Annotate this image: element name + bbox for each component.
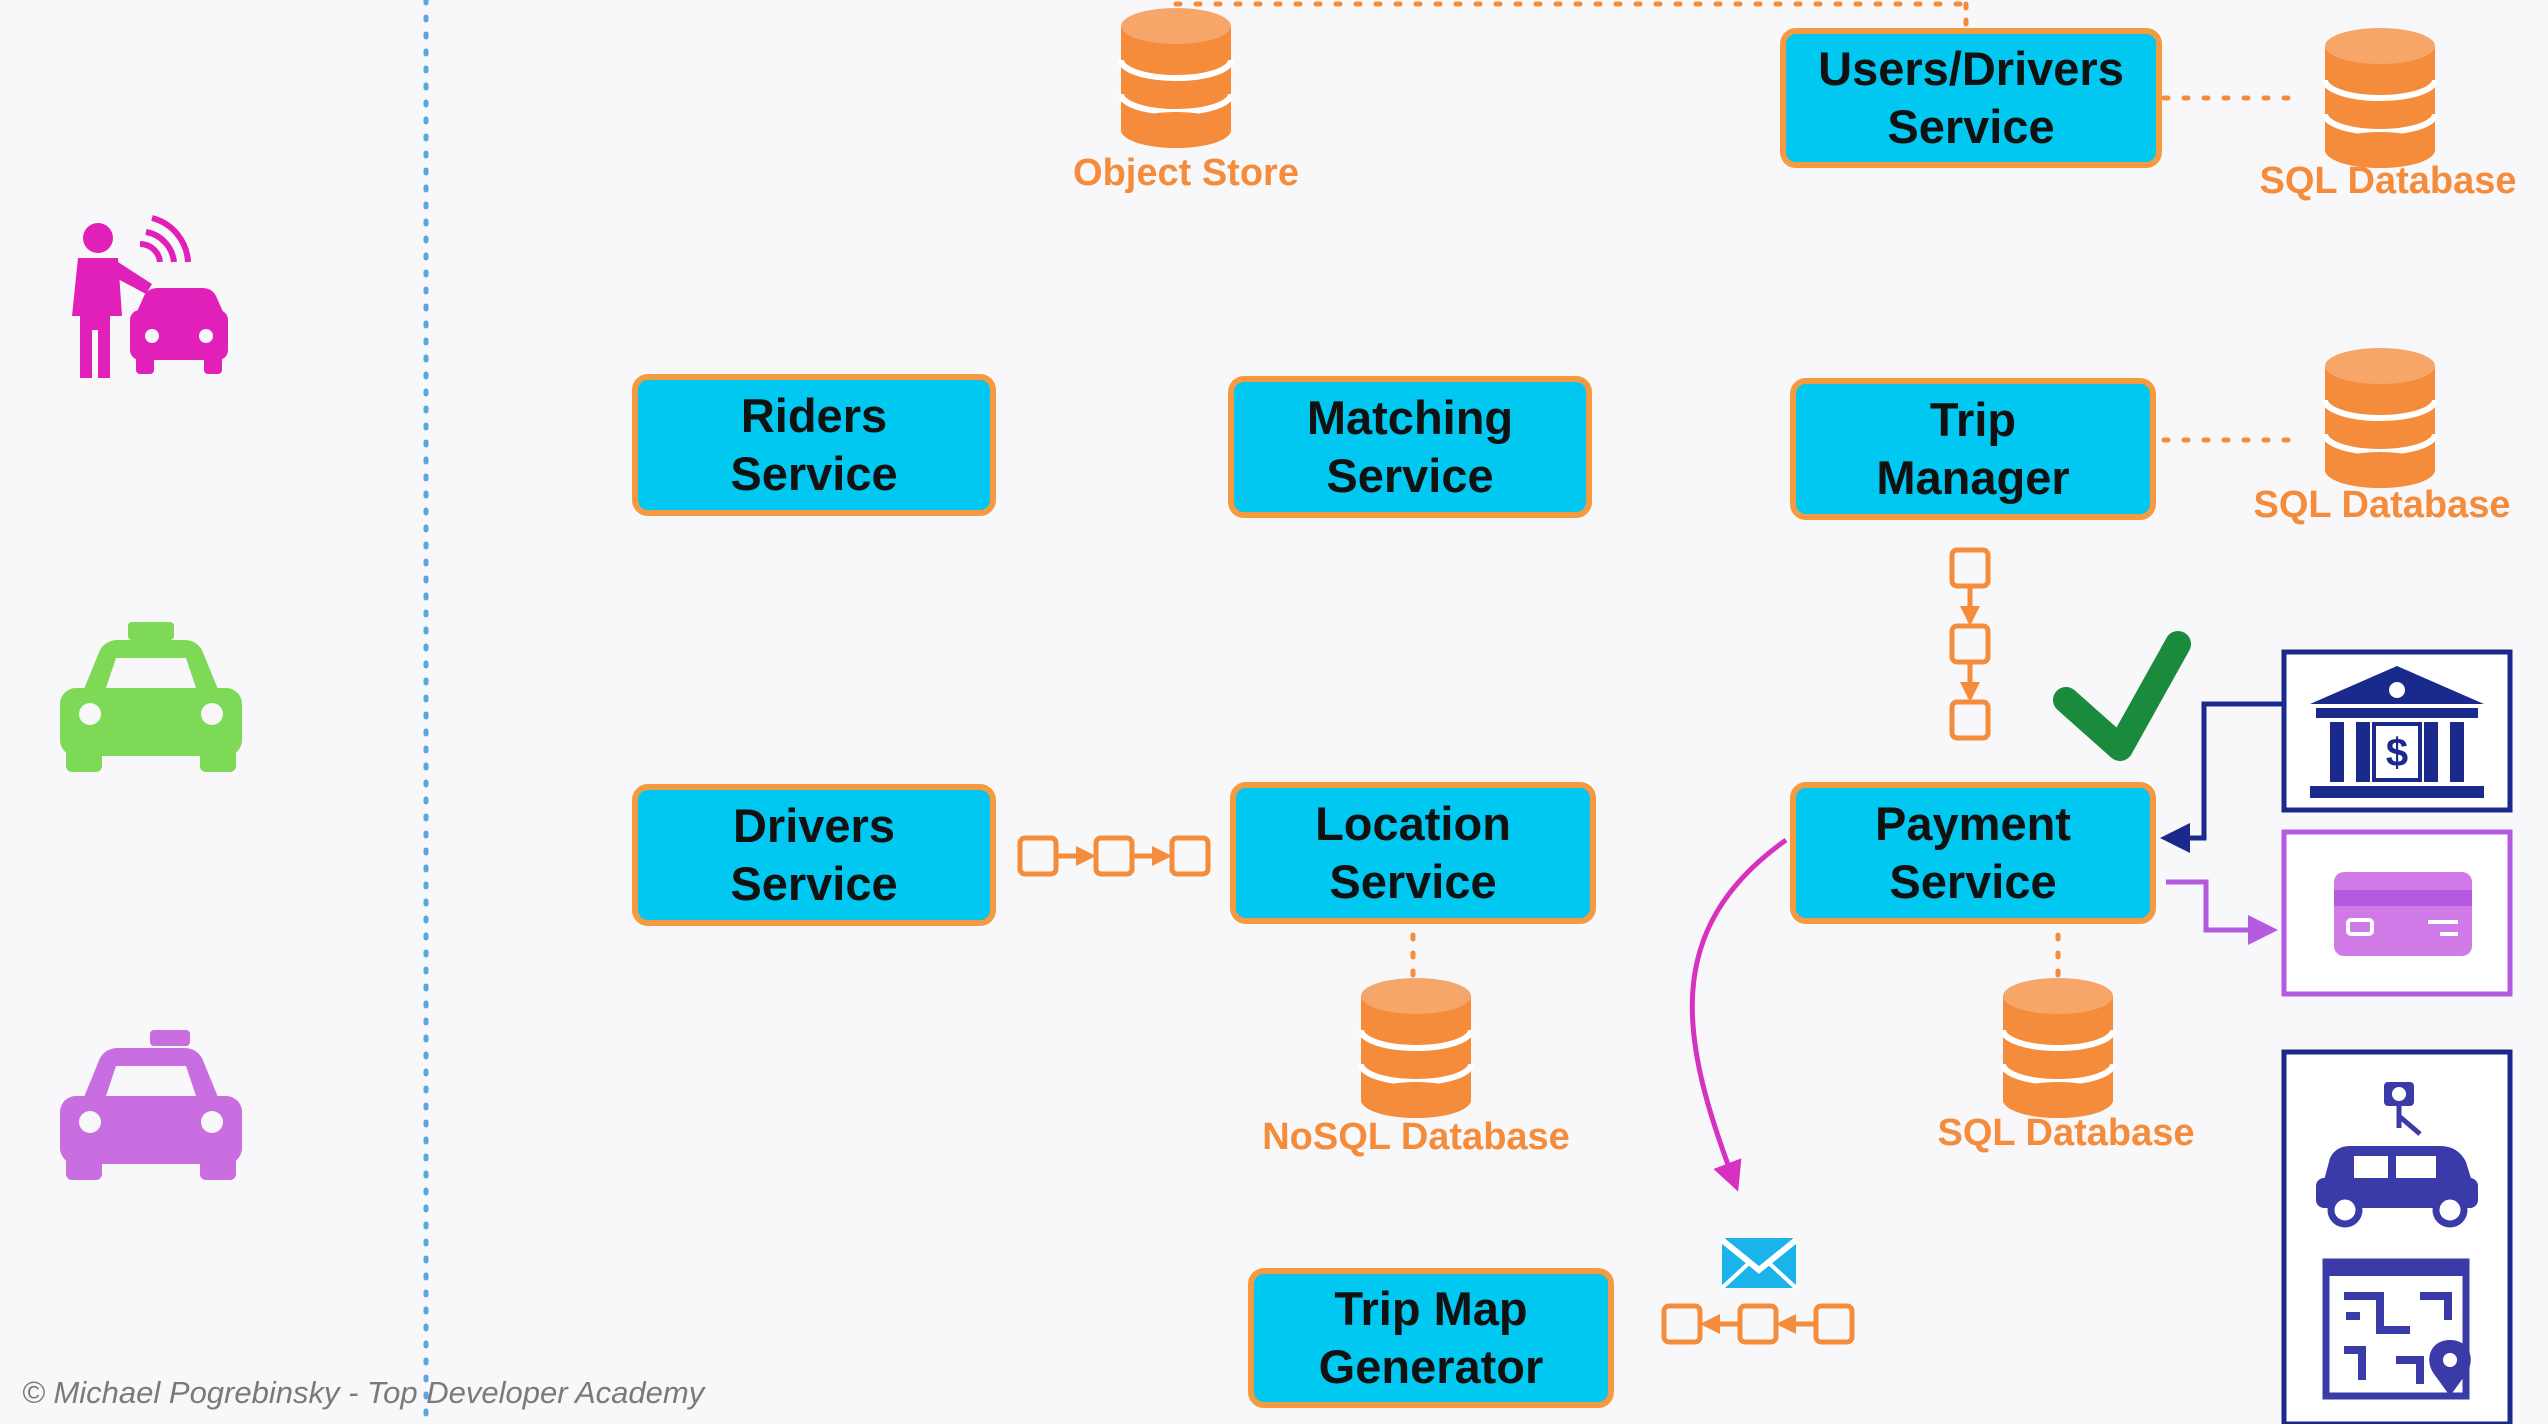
- bank-icon: $: [2281, 649, 2513, 813]
- service-label-line1: Trip Map: [1334, 1282, 1528, 1335]
- taxi-green-icon: [60, 622, 242, 772]
- service-label-line2: Service: [1887, 100, 2055, 153]
- service-label-line2: Service: [1326, 449, 1494, 502]
- checkmark-icon: [2053, 631, 2191, 761]
- location-nosql-database-label: NoSQL Database: [1262, 1116, 1570, 1158]
- service-label-line1: Trip: [1929, 393, 2017, 446]
- service-label-line1: Payment: [1875, 797, 2071, 850]
- copyright-text: © Michael Pogrebinsky - Top Developer Ac…: [22, 1375, 705, 1410]
- object-store-label: Object Store: [1073, 152, 1299, 194]
- svg-text:$: $: [2386, 731, 2408, 775]
- service-label-line2: Service: [1889, 855, 2057, 908]
- taxi-purple-icon: [60, 1030, 242, 1180]
- service-label-line2: Service: [1329, 855, 1497, 908]
- trip-payment-queue-icon: [1949, 547, 1991, 741]
- service-label-line1: Drivers: [732, 799, 895, 852]
- payment-notification-arrow: [1689, 837, 1788, 1192]
- bank-to-payment-arrow: [2160, 701, 2284, 853]
- object-store-database-icon: [1121, 8, 1231, 148]
- users-sql-database-icon: [2325, 28, 2435, 168]
- users-sql-database-label: SQL Database: [2259, 160, 2517, 202]
- payment-sql-database-label: SQL Database: [1937, 1112, 2195, 1154]
- payment-sql-database-icon: [2003, 978, 2113, 1118]
- service-label-line1: Matching: [1306, 391, 1514, 444]
- service-label-line2: Generator: [1318, 1340, 1544, 1393]
- trip-sql-database-label: SQL Database: [2253, 484, 2511, 526]
- location-nosql-database-icon: [1361, 978, 1471, 1118]
- envelope-icon: [1720, 1237, 1798, 1290]
- credit-card-icon: [2281, 829, 2513, 997]
- service-label-line2: Manager: [1876, 451, 2070, 504]
- service-label-line1: Users/Drivers: [1818, 42, 2124, 95]
- drivers-location-queue-icon: [1017, 835, 1211, 877]
- service-label-line2: Service: [730, 447, 898, 500]
- map-pin-icon: [2322, 1258, 2471, 1400]
- service-label-line2: Service: [730, 857, 898, 910]
- service-label-line1: Location: [1315, 797, 1511, 850]
- service-label-line1: Riders: [740, 389, 888, 442]
- trip-sql-database-icon: [2325, 348, 2435, 488]
- payment-to-card-arrow: [2166, 879, 2278, 945]
- person-hailing-taxi-icon: [72, 215, 228, 378]
- trip-map-queue-icon: [1661, 1303, 1855, 1345]
